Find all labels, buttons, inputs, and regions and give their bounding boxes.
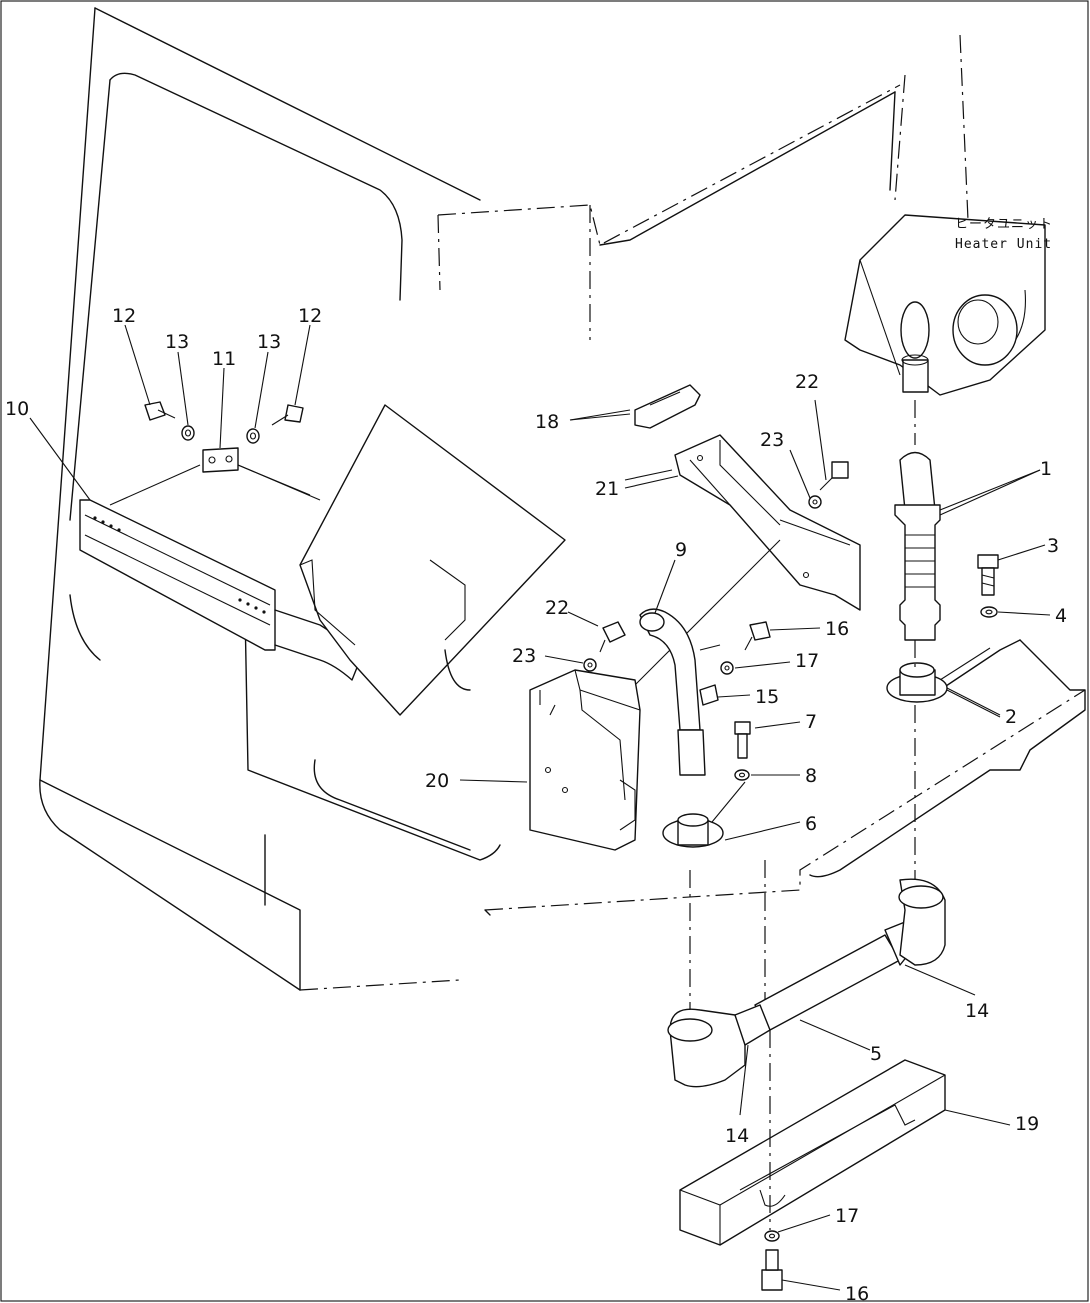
callout-23a: 23 [760, 429, 784, 451]
callout-18: 18 [535, 411, 559, 433]
callout-13b: 13 [257, 331, 281, 353]
callout-7: 7 [805, 711, 817, 733]
callout-16b: 16 [845, 1283, 869, 1303]
callout-10: 10 [5, 398, 29, 420]
clip-18 [569, 384, 701, 429]
heater-unit [844, 214, 1046, 396]
washer-23-center [583, 658, 597, 672]
washer-23-right [808, 495, 822, 509]
leader-lines [29, 324, 1041, 1291]
callout-12a: 12 [112, 305, 136, 327]
callout-17b: 17 [835, 1205, 859, 1227]
callout-6: 6 [805, 813, 817, 835]
bolt-22-right [819, 461, 849, 491]
washer-13-left [181, 425, 195, 441]
callout-22a: 22 [795, 371, 819, 393]
hose-1 [894, 451, 1041, 641]
clamp-15 [699, 684, 719, 706]
callout-14a: 14 [965, 1000, 989, 1022]
bolt-7 [734, 721, 751, 759]
callout-9: 9 [675, 539, 687, 561]
callout-15: 15 [755, 686, 779, 708]
washer-17-lower [764, 1230, 780, 1242]
callout-13a: 13 [165, 331, 189, 353]
bolt-3 [977, 544, 1046, 596]
cab-body [39, 7, 1086, 991]
washer-8 [711, 769, 750, 823]
callout-20: 20 [425, 770, 449, 792]
callout-23b: 23 [512, 645, 536, 667]
washer-17-upper [720, 661, 734, 675]
bolt-16-upper [744, 621, 771, 651]
bracket-11 [109, 447, 311, 506]
callout-8: 8 [805, 765, 817, 787]
callout-16a: 16 [825, 618, 849, 640]
bracket-20 [529, 669, 641, 851]
bolt-16-lower [761, 1249, 783, 1291]
bracket-21 [599, 434, 861, 721]
heater-unit-caption-jp: ヒータユニット [955, 217, 1053, 232]
air-duct [237, 404, 566, 716]
callout-1: 1 [1040, 458, 1052, 480]
callout-5: 5 [870, 1043, 882, 1065]
callout-3: 3 [1047, 535, 1059, 557]
assembly-centerlines [689, 400, 916, 1230]
callout-22b: 22 [545, 597, 569, 619]
callout-19: 19 [1015, 1113, 1039, 1135]
bolt-22-center [599, 621, 626, 653]
screw-12-right [271, 404, 304, 426]
callout-2: 2 [1005, 706, 1017, 728]
washer-4 [939, 606, 1051, 681]
callout-4: 4 [1055, 605, 1067, 627]
hose-fitting-6 [662, 813, 724, 848]
hose-fitting-2 [886, 662, 1001, 716]
heater-unit-caption-en: Heater Unit [955, 237, 1052, 252]
hose-9 [639, 608, 721, 776]
callout-11: 11 [212, 348, 236, 370]
callout-21: 21 [595, 478, 619, 500]
callout-14b: 14 [725, 1125, 749, 1147]
guard-19 [679, 1059, 1011, 1246]
screw-12-left [144, 401, 176, 421]
pipe-5 [667, 878, 976, 1116]
callout-12b: 12 [298, 305, 322, 327]
washer-13-right [246, 428, 260, 444]
callout-17a: 17 [795, 650, 819, 672]
